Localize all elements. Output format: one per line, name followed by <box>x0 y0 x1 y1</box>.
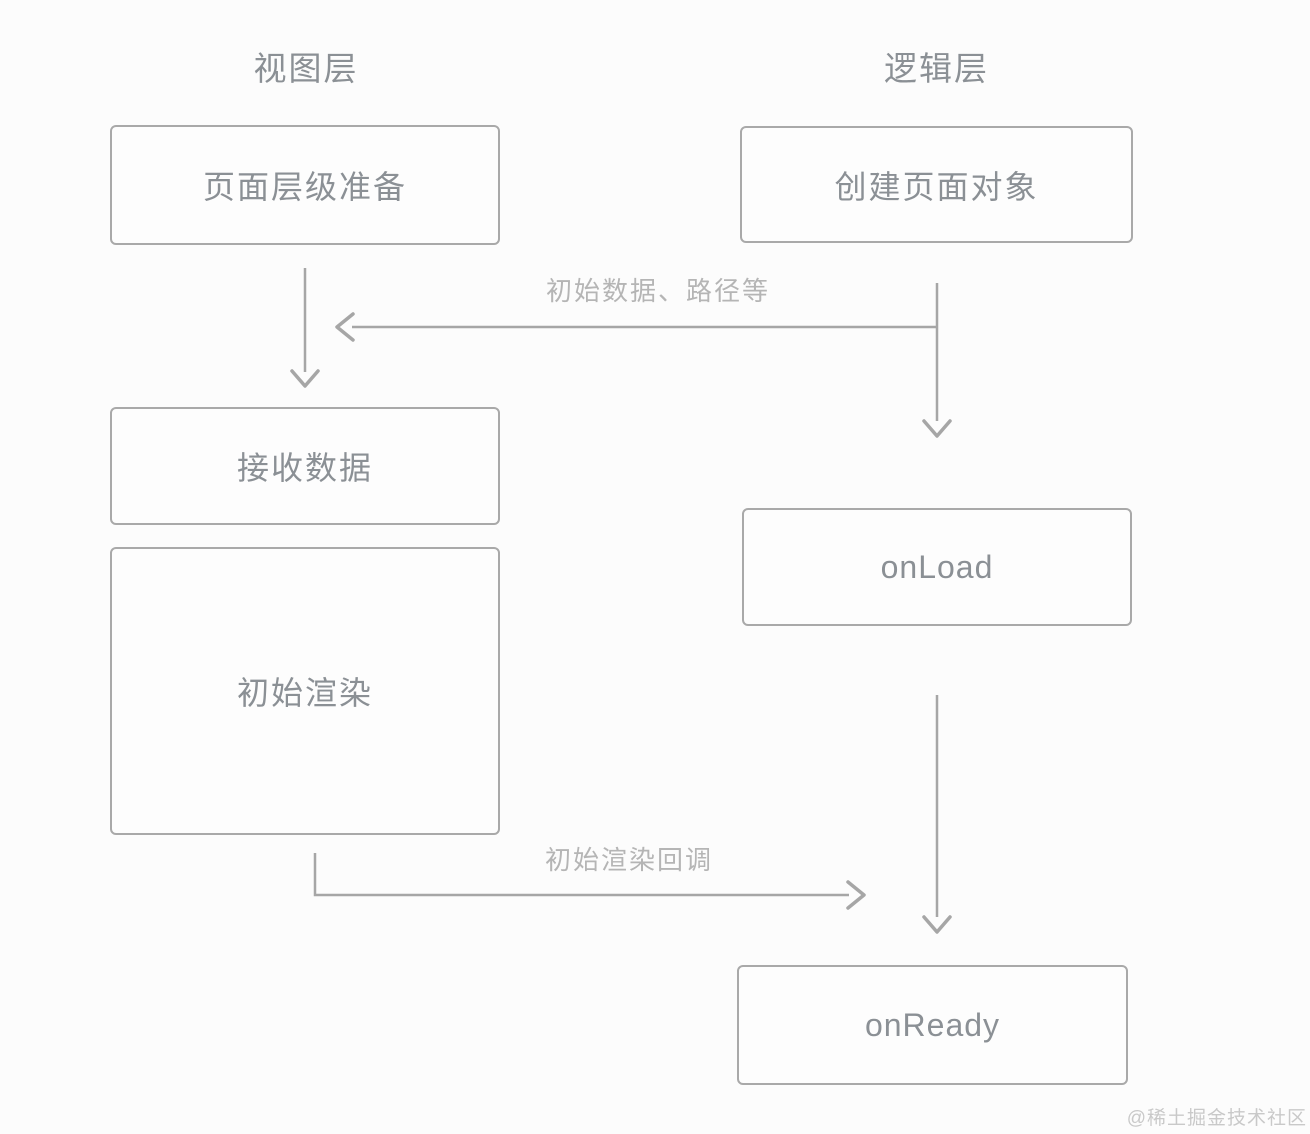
watermark-juejin: @稀土掘金技术社区 <box>1126 1108 1307 1129</box>
arrow-render-callback <box>313 853 866 910</box>
node-create-page-object: 创建页面对象 <box>740 126 1133 243</box>
column-header-view-layer: 视图层 <box>253 50 359 87</box>
node-page-level-prepare: 页面层级准备 <box>110 125 500 245</box>
node-onready: onReady <box>737 965 1128 1085</box>
column-header-logic-layer: 逻辑层 <box>884 50 989 87</box>
node-onload: onLoad <box>742 508 1132 626</box>
node-receive-data: 接收数据 <box>110 407 500 525</box>
edge-label-initial-data: 初始数据、路径等 <box>546 276 771 306</box>
arrow-initial-data <box>335 312 937 342</box>
edge-label-render-callback: 初始渲染回调 <box>545 845 714 875</box>
arrow-prepare-to-receive <box>290 268 320 388</box>
arrow-onload-to-onready <box>922 695 952 934</box>
node-initial-render: 初始渲染 <box>110 547 500 835</box>
arrow-create-down <box>922 283 952 438</box>
